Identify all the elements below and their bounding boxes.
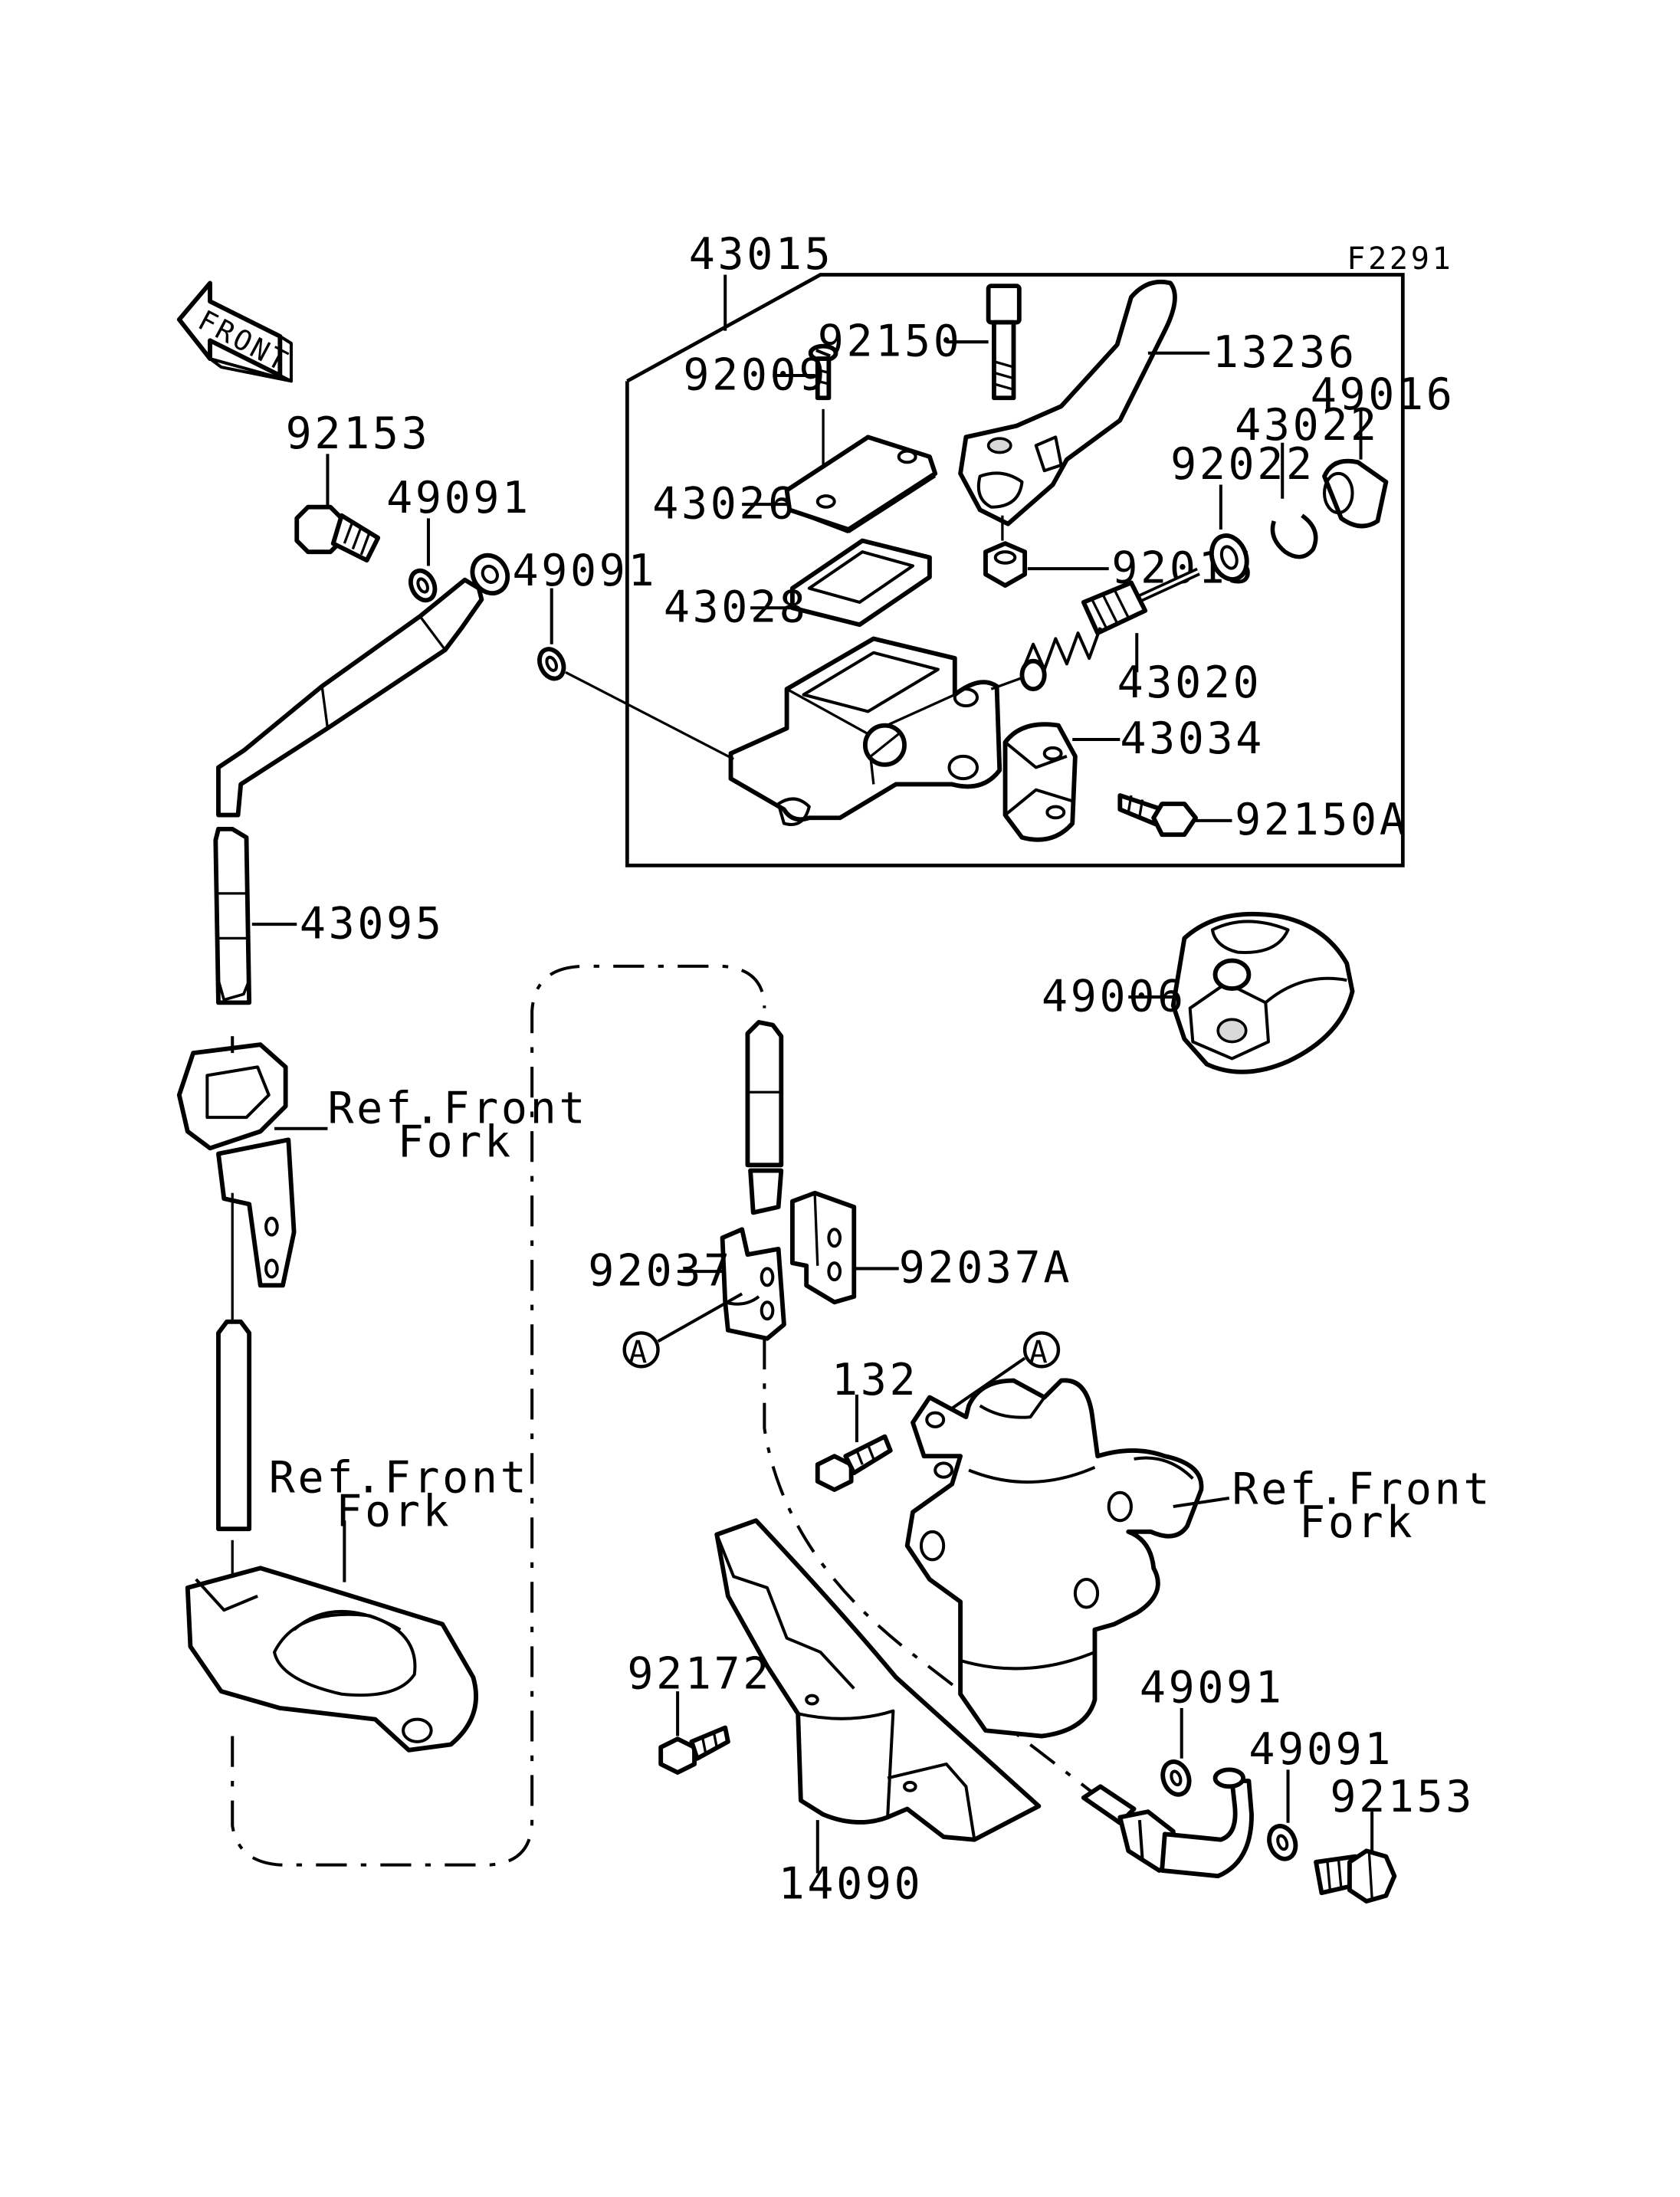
label-92037: 92037 — [588, 1245, 733, 1296]
banjo-bolt-92153-bot: 92153 — [1314, 1772, 1475, 1904]
washer-49091-bot-a: 49091 — [1140, 1663, 1285, 1797]
label-132: 132 — [832, 1355, 918, 1405]
label-49091-bot-a: 49091 — [1140, 1663, 1285, 1713]
brake-hose-43095: 43095 — [213, 553, 510, 1005]
callout-a-left-label: A — [628, 1335, 650, 1370]
assembly-box-43015: 43015 — [625, 229, 1405, 867]
fork-bracket-upper: Ref.Front Fork — [176, 1036, 588, 1288]
label-92009: 92009 — [683, 349, 828, 400]
hose-routing-line-2 — [763, 1338, 1094, 1794]
ref3-line2: Fork — [1299, 1497, 1415, 1548]
label-92153-top: 92153 — [286, 408, 431, 459]
label-92150: 92150 — [818, 316, 963, 366]
label-43022: 43022 — [1235, 400, 1380, 451]
ref1-line1: Ref.Front — [327, 1083, 588, 1133]
clamp-43034: 43034 — [1002, 713, 1265, 842]
washer-49091-top-b: 49091 — [513, 546, 734, 760]
brake-caliper: Ref.Front Fork — [904, 1378, 1492, 1739]
washer-49091-bot-b: 49091 — [1249, 1724, 1393, 1861]
ref3-line1: Ref.Front — [1232, 1464, 1492, 1514]
label-14090: 14090 — [779, 1858, 924, 1909]
label-92022: 92022 — [1170, 439, 1315, 490]
reservoir-cap-43026: 43026 — [652, 434, 938, 534]
figure-code: F2291 — [1347, 241, 1453, 277]
bolt-92172: 92172 — [627, 1648, 772, 1775]
label-49091-top-b: 49091 — [513, 546, 658, 596]
callout-a-right-label: A — [1029, 1335, 1051, 1370]
washer-49091-top-a: 49091 — [386, 473, 531, 603]
clamp-92037: 92037 — [588, 1227, 786, 1341]
bolt-92150A: 92150A — [1117, 793, 1408, 845]
label-43095: 43095 — [300, 898, 445, 949]
label-92172: 92172 — [627, 1648, 772, 1699]
label-92153-bot: 92153 — [1330, 1772, 1475, 1822]
label-43034: 43034 — [1120, 713, 1265, 764]
hose-routing-line — [231, 964, 766, 1867]
label-49091-top-a: 49091 — [386, 473, 531, 523]
ref1-line2: Fork — [398, 1117, 514, 1167]
assembly-label: 43015 — [689, 229, 834, 280]
clamp-92037A: 92037A — [789, 1190, 1072, 1305]
fork-bracket-lower: Ref.Front Fork — [185, 1453, 530, 1753]
boot-49016: 49016 — [1311, 369, 1455, 529]
banjo-bolt-92153-top: 92153 — [286, 408, 431, 563]
label-92037A: 92037A — [899, 1243, 1072, 1294]
label-92150A: 92150A — [1235, 795, 1408, 845]
washer-92022: 92022 — [1170, 439, 1315, 582]
label-43026: 43026 — [652, 478, 797, 529]
circlip-43022: 43022 — [1235, 400, 1380, 559]
label-43028: 43028 — [664, 582, 809, 633]
callout-a-left: A — [622, 1292, 743, 1370]
diaphragm-43028: 43028 — [664, 538, 932, 633]
brake-hose-lower — [216, 1192, 252, 1582]
brake-lever-13236: 13236 — [958, 279, 1357, 526]
piston-kit-43020: 43020 — [1019, 567, 1262, 708]
disc-guard-14090: 14090 — [714, 1518, 1042, 1909]
brake-hose-fitting-lower — [1081, 1767, 1254, 1879]
pivot-bolt-92150: 92150 — [818, 284, 1022, 401]
label-49006: 49006 — [1042, 971, 1186, 1021]
label-43020: 43020 — [1117, 657, 1262, 708]
ref2-line1: Ref.Front — [269, 1453, 530, 1503]
ref2-line2: Fork — [336, 1487, 451, 1537]
label-49091-bot-b: 49091 — [1249, 1724, 1393, 1775]
holder-49006: 49006 — [1042, 911, 1355, 1074]
front-arrow-icon: FRONT — [176, 280, 295, 383]
label-13236: 13236 — [1212, 327, 1357, 378]
label-49016: 49016 — [1311, 369, 1455, 420]
master-cylinder-body — [728, 636, 1023, 826]
bolt-132: 132 — [815, 1355, 918, 1492]
screw-92009: 92009 — [683, 343, 838, 494]
brake-hose-mid — [745, 1020, 784, 1215]
